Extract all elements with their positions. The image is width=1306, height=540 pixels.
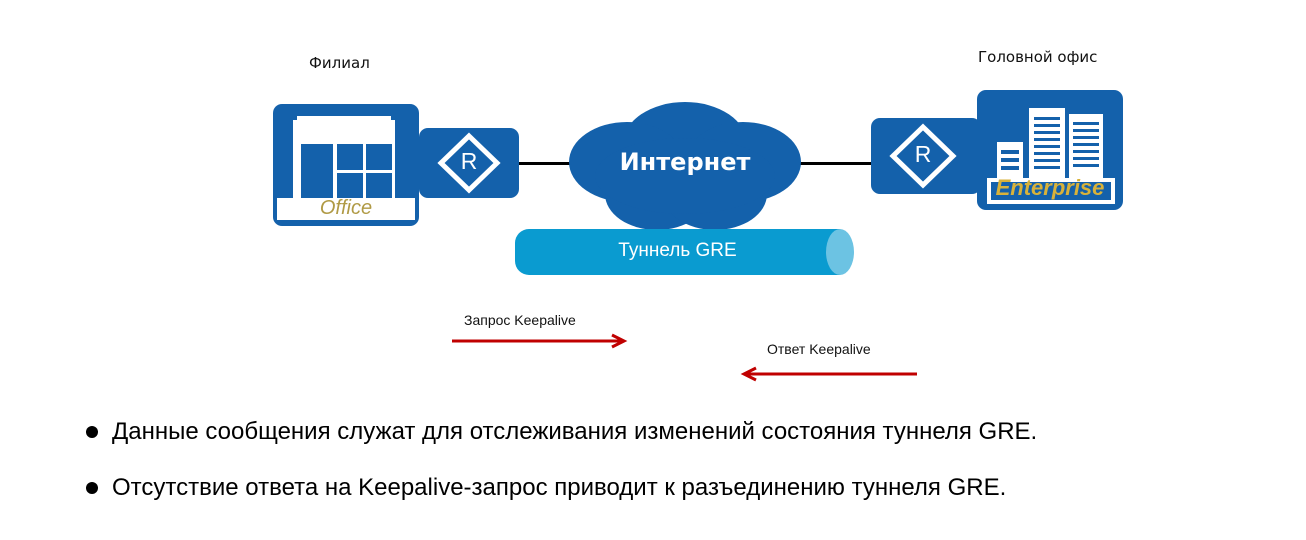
internet-label: Интернет [619,148,751,176]
gre-tunnel-end [826,229,854,275]
hq-enterprise-icon: Enterprise [977,90,1123,210]
internet-cloud-icon: Интернет [567,96,803,236]
gre-tunnel-label: Туннель GRE [618,240,737,261]
link-internet-hq [795,162,875,165]
bullet-item: Отсутствие ответа на Keepalive-запрос пр… [86,474,1006,502]
bullet-item: Данные сообщения служат для отслеживания… [86,418,1037,446]
keepalive-request-label: Запрос Keepalive [464,312,576,328]
bullet-text: Отсутствие ответа на Keepalive-запрос пр… [112,474,1007,501]
keepalive-request-arrow [452,333,628,349]
headquarters-label: Головной офис [978,48,1098,66]
router-symbol: R [914,141,932,167]
bullet-dot-icon [86,426,98,438]
branch-router-icon: R [419,128,519,198]
branch-office-icon: Office [273,104,419,226]
hq-router-icon: R [871,118,981,194]
link-branch-internet [518,162,578,165]
enterprise-caption: Enterprise [995,175,1105,200]
gre-tunnel: Туннель GRE [515,229,840,275]
branch-label: Филиал [309,54,370,72]
keepalive-reply-label: Ответ Keepalive [767,341,871,357]
bullet-dot-icon [86,482,98,494]
office-caption: Office [319,197,373,219]
router-symbol: R [460,148,478,174]
keepalive-reply-arrow [740,366,917,382]
bullet-text: Данные сообщения служат для отслеживания… [112,418,1038,445]
